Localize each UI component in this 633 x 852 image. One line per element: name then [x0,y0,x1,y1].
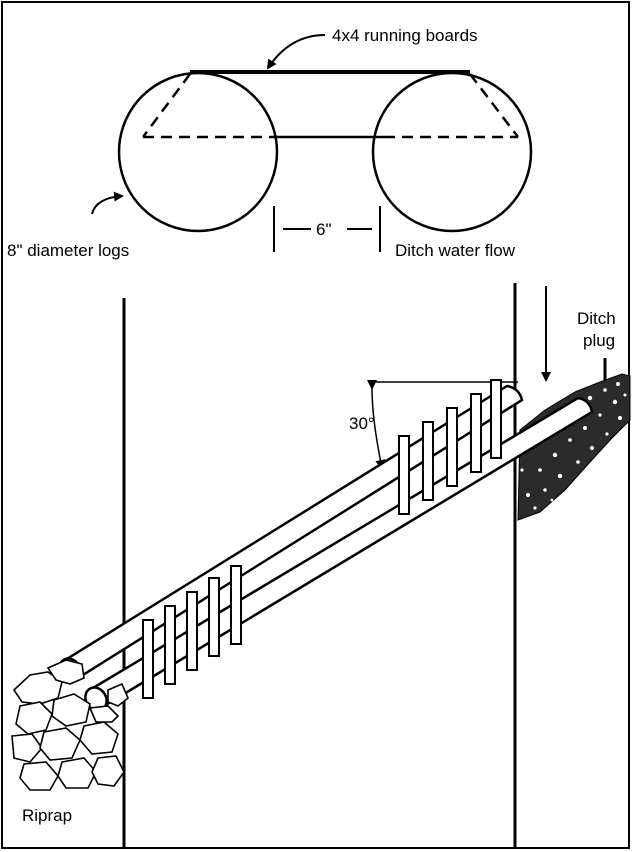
angle-label: 30° [349,414,375,433]
running-board-hidden-lines [141,73,519,139]
cross-section-view [91,34,533,252]
water-flow-label: Ditch water flow [395,241,516,260]
running-boards-pointer [266,34,326,70]
running-boards-label: 4x4 running boards [332,26,478,45]
log-cross-section-left [117,71,279,233]
riprap-label: Riprap [22,806,72,825]
spacing-label: 6" [316,220,332,239]
running-boards-lower [142,565,242,699]
spacing-dimension [273,206,381,252]
angle-arc [366,379,386,470]
plan-view [11,283,631,848]
riprap-rocks [11,659,129,791]
ditch-plug-label-line1: Ditch [577,309,616,328]
log-diameter-label: 8" diameter logs [7,241,129,260]
ditch-plug-label-line2: plug [583,331,615,350]
logs-pointer [91,191,124,215]
running-boards-upper [398,379,502,515]
log-cross-section-right [371,71,533,233]
